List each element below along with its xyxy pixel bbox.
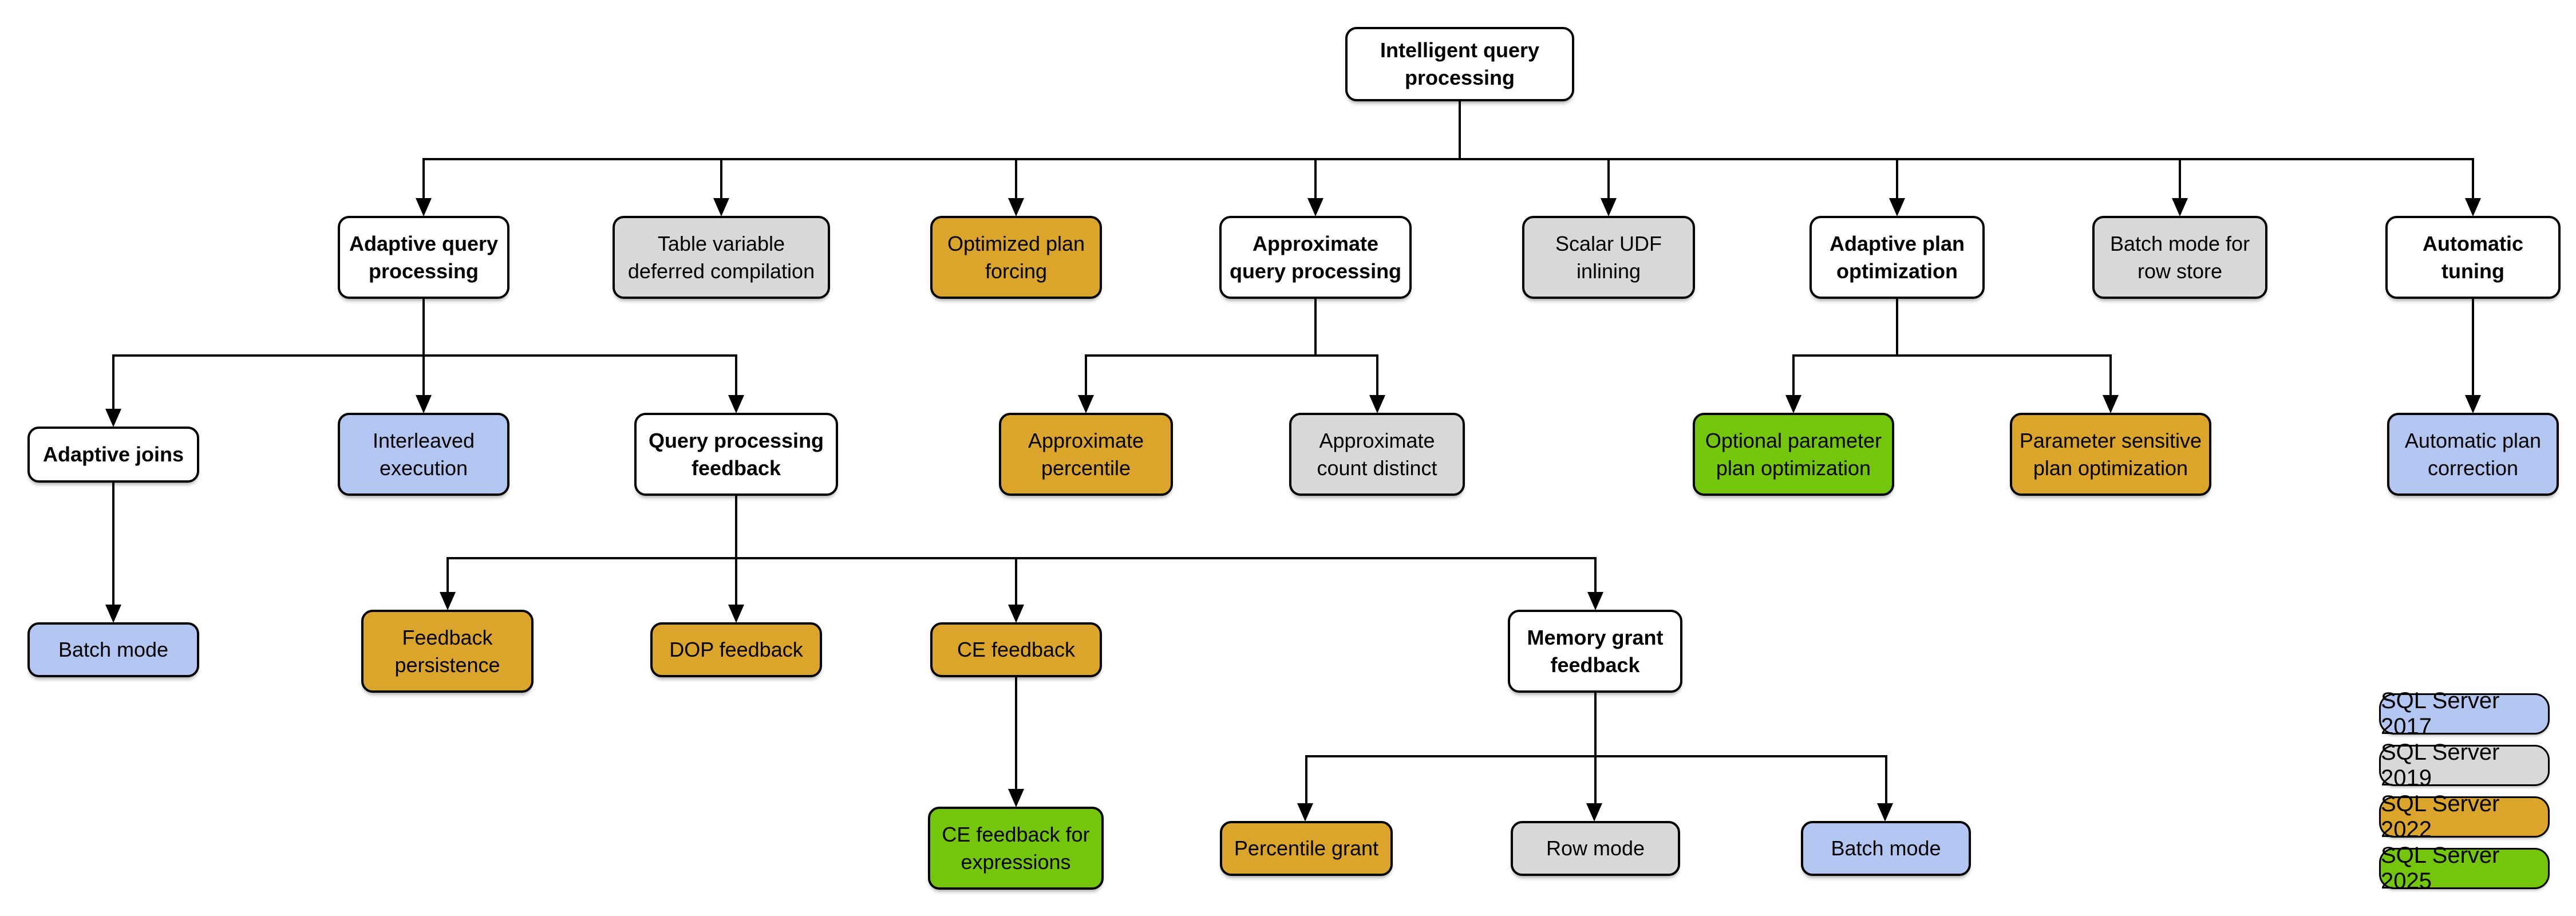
node-optimized-plan-forcing: Optimized plan forcing (930, 216, 1102, 299)
connector-line (735, 558, 737, 607)
legend-sql-server-2017: SQL Server 2017 (2379, 688, 2550, 739)
node-automatic-tuning: Automatic tuning (2385, 216, 2561, 299)
node-adaptive-query-processing: Adaptive query processing (338, 216, 509, 299)
arrowhead (2465, 395, 2481, 413)
arrowhead (2172, 198, 2188, 216)
connector-line (1015, 677, 1017, 792)
connector-line (112, 483, 114, 607)
node-adaptive-plan-optimization: Adaptive plan optimization (1809, 216, 1985, 299)
arrowhead (1586, 803, 1602, 822)
connector-line (112, 354, 737, 357)
legend-sql-server-2022: SQL Server 2022 (2379, 791, 2550, 842)
node-approximate-query-processing: Approximate query processing (1219, 216, 1412, 299)
connector-line (1885, 756, 1887, 806)
node-feedback-persistence: Feedback persistence (361, 610, 534, 693)
connector-line (2472, 159, 2474, 200)
arrowhead (1369, 395, 1385, 413)
node-query-processing-feedback: Query processing feedback (634, 413, 838, 496)
connector-line (422, 158, 2474, 160)
connector-line (422, 299, 425, 356)
connector-line (1594, 693, 1597, 756)
connector-line (2109, 356, 2112, 398)
connector-line (1607, 159, 1610, 200)
arrowhead (1297, 803, 1313, 822)
connector-line (1792, 356, 1795, 398)
connector-line (735, 356, 737, 398)
arrowhead (1587, 592, 1603, 610)
node-ce-feedback: CE feedback (930, 622, 1102, 677)
arrowhead (1307, 198, 1323, 216)
node-memory-grant-feedback: Memory grant feedback (1508, 610, 1682, 693)
node-batch-mode-memory-grant: Batch mode (1801, 821, 1971, 876)
arrowhead (1889, 198, 1905, 216)
arrowhead (728, 605, 744, 623)
arrowhead (1008, 198, 1024, 216)
connector-line (1896, 299, 1898, 356)
arrowhead (713, 198, 729, 216)
node-approximate-percentile: Approximate percentile (999, 413, 1173, 496)
node-scalar-udf-inlining: Scalar UDF inlining (1522, 216, 1695, 299)
arrowhead (440, 592, 456, 610)
arrowhead (1008, 789, 1024, 807)
connector-line (1015, 159, 1017, 200)
arrowhead (1601, 198, 1617, 216)
connector-line (447, 558, 449, 595)
connector-line (1314, 159, 1317, 200)
node-approximate-count-distinct: Approximate count distinct (1289, 413, 1465, 496)
node-batch-mode-for-row-store: Batch mode for row store (2092, 216, 2267, 299)
connector-line (1085, 356, 1087, 398)
node-automatic-plan-correction: Automatic plan correction (2387, 413, 2559, 496)
arrowhead (1008, 605, 1024, 623)
legend-sql-server-2019: SQL Server 2019 (2379, 740, 2550, 791)
connector-line (422, 356, 425, 398)
node-percentile-grant: Percentile grant (1220, 821, 1393, 876)
arrowhead (1877, 803, 1893, 822)
node-dop-feedback: DOP feedback (650, 622, 822, 677)
node-adaptive-joins: Adaptive joins (27, 427, 199, 483)
node-row-mode: Row mode (1511, 821, 1680, 876)
node-table-variable-deferred-compilation: Table variable deferred compilation (613, 216, 830, 299)
arrowhead (105, 409, 121, 427)
connector-line (735, 496, 737, 558)
connector-line (1896, 159, 1898, 200)
arrowhead (416, 198, 432, 216)
connector-line (2472, 299, 2474, 398)
connector-line (1376, 356, 1378, 398)
node-interleaved-execution: Interleaved execution (338, 413, 509, 496)
node-batch-mode-adaptive-joins: Batch mode (27, 622, 199, 677)
connector-line (1314, 299, 1317, 356)
connector-line (1594, 558, 1597, 595)
connector-line (1085, 354, 1378, 357)
node-parameter-sensitive-plan-optimization: Parameter sensitive plan optimization (2010, 413, 2211, 496)
connector-line (112, 356, 114, 412)
connector-line (1459, 101, 1461, 159)
legend-sql-server-2025: SQL Server 2025 (2379, 843, 2550, 894)
node-optional-parameter-plan-optimization: Optional parameter plan optimization (1693, 413, 1894, 496)
node-ce-feedback-for-expressions: CE feedback for expressions (928, 807, 1104, 890)
connector-line (1792, 354, 2112, 357)
arrowhead (105, 605, 121, 623)
connector-line (1015, 558, 1017, 607)
arrowhead (416, 395, 432, 413)
arrowhead (1785, 395, 1801, 413)
connector-line (720, 159, 722, 200)
connector-line (447, 557, 1597, 559)
arrowhead (2465, 198, 2481, 216)
connector-line (422, 159, 425, 200)
connector-line (2179, 159, 2181, 200)
arrowhead (2103, 395, 2119, 413)
node-intelligent-query-processing: Intelligent query processing (1345, 27, 1574, 101)
arrowhead (1078, 395, 1094, 413)
connector-line (1305, 756, 1307, 806)
connector-line (1594, 756, 1597, 806)
arrowhead (728, 395, 744, 413)
